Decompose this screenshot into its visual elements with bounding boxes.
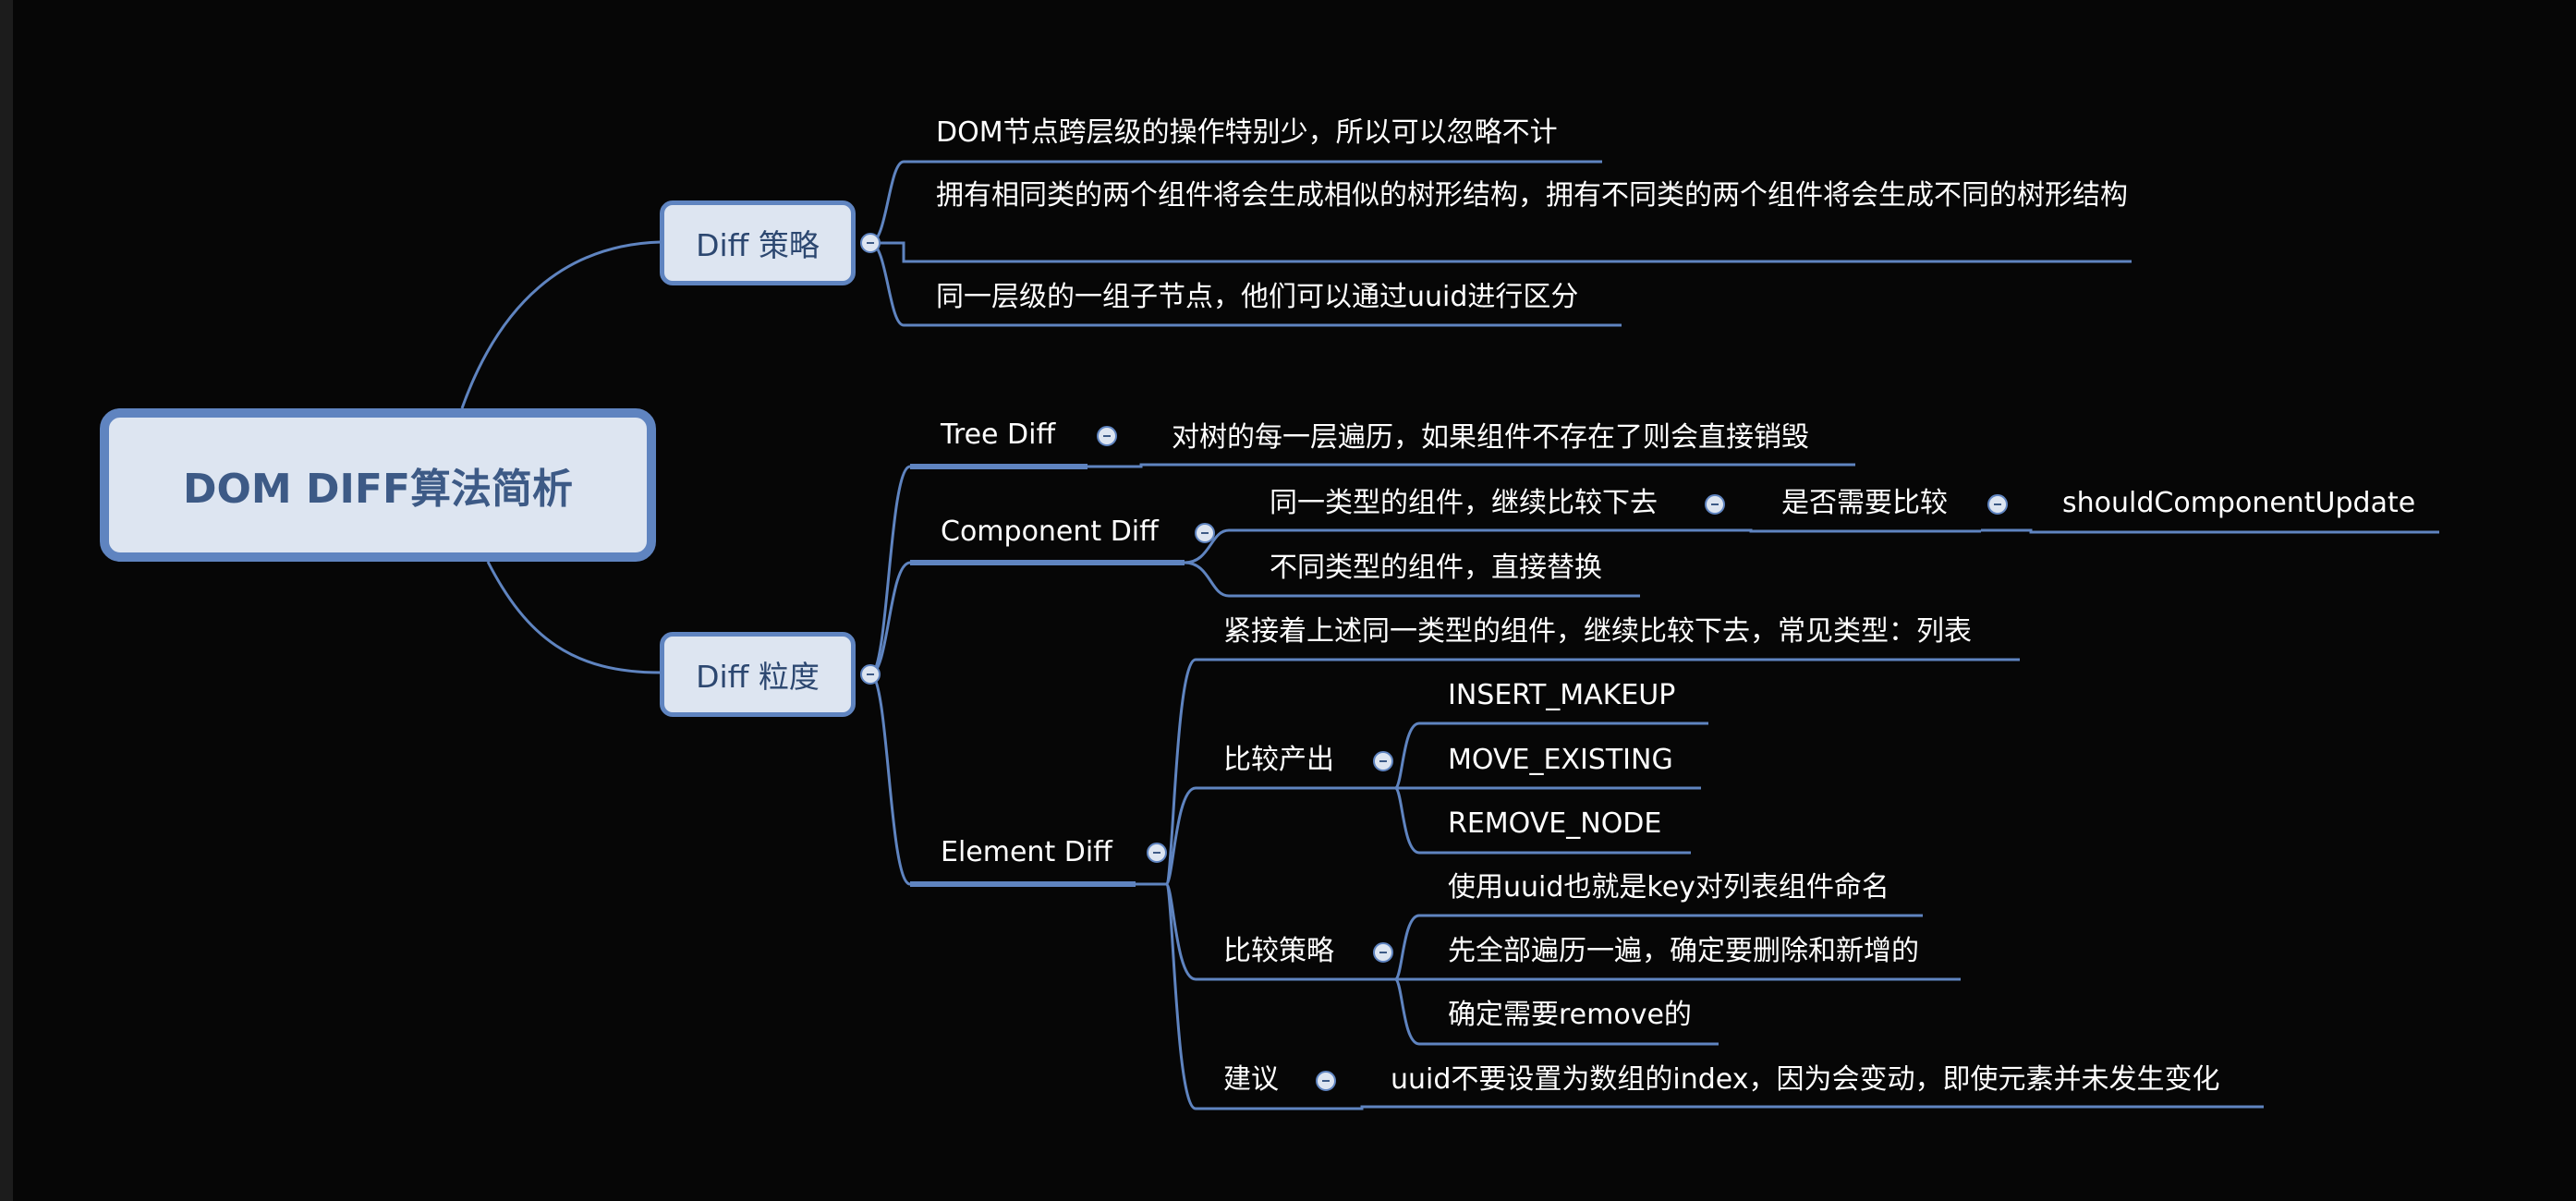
component-diff-label[interactable]: Component Diff — [941, 516, 1159, 548]
collapse-advice-icon[interactable] — [1316, 1071, 1336, 1091]
link-output-3 — [1365, 786, 1691, 855]
link-gran-component — [869, 561, 1185, 676]
window-edge — [0, 0, 13, 1201]
link-strategy-item2 — [870, 241, 2132, 263]
link-el-advice — [1136, 882, 1310, 1110]
link-comp-need — [1698, 528, 1981, 533]
tree-diff-desc[interactable]: 对树的每一层遍历，如果组件不存在了则会直接销毁 — [1172, 421, 1809, 454]
root-node[interactable]: DOM DIFF算法简析 — [100, 408, 656, 562]
collapse-same-type-icon[interactable] — [1705, 494, 1725, 515]
collapse-output-icon[interactable] — [1373, 751, 1393, 771]
link-strat-3 — [1365, 977, 1719, 1046]
link-tree-desc — [1088, 463, 1855, 468]
collapse-component-diff-icon[interactable] — [1195, 523, 1215, 543]
element-output-label[interactable]: 比较产出 — [1223, 744, 1334, 776]
strategy-remove[interactable]: 确定需要remove的 — [1448, 999, 1692, 1031]
output-remove[interactable]: REMOVE_NODE — [1448, 807, 1662, 840]
component-need-compare[interactable]: 是否需要比较 — [1781, 487, 1948, 519]
link-gran-tree — [869, 465, 1088, 676]
strategy-traverse[interactable]: 先全部遍历一遍，确定要删除和新增的 — [1448, 935, 1919, 967]
element-strategy-label[interactable]: 比较策略 — [1223, 935, 1334, 967]
link-comp-should — [1981, 528, 2439, 534]
diff-strategy-label: Diff 策略 — [696, 227, 820, 263]
link-root-granularity — [486, 561, 662, 674]
element-advice-label[interactable]: 建议 — [1223, 1063, 1279, 1096]
diff-granularity-node[interactable]: Diff 粒度 — [660, 632, 856, 717]
strategy-item-2[interactable]: 拥有相同类的两个组件将会生成相似的树形结构，拥有不同类的两个组件将会生成不同的树… — [936, 179, 2128, 212]
link-comp-diff — [1184, 561, 1640, 598]
element-intro[interactable]: 紧接着上述同一类型的组件，继续比较下去，常见类型：列表 — [1223, 615, 1972, 648]
collapse-granularity-icon[interactable] — [860, 664, 881, 685]
root-title: DOM DIFF算法简析 — [182, 466, 574, 513]
diff-strategy-node[interactable]: Diff 策略 — [660, 200, 856, 285]
tree-diff-label[interactable]: Tree Diff — [941, 419, 1056, 451]
collapse-need-compare-icon[interactable] — [1987, 494, 2008, 515]
collapse-strategy-icon[interactable] — [860, 233, 881, 253]
link-gran-element — [869, 673, 1136, 886]
element-advice-text[interactable]: uuid不要设置为数组的index，因为会变动，即使元素并未发生变化 — [1391, 1063, 2220, 1096]
link-root-strategy — [460, 240, 662, 409]
collapse-element-strategy-icon[interactable] — [1373, 942, 1393, 963]
output-move[interactable]: MOVE_EXISTING — [1448, 744, 1673, 776]
collapse-tree-diff-icon[interactable] — [1097, 426, 1117, 446]
output-insert[interactable]: INSERT_MAKEUP — [1448, 679, 1676, 711]
element-diff-label[interactable]: Element Diff — [941, 836, 1112, 868]
strategy-key-naming[interactable]: 使用uuid也就是key对列表组件命名 — [1448, 871, 1889, 904]
diff-granularity-label: Diff 粒度 — [696, 659, 820, 695]
collapse-element-diff-icon[interactable] — [1147, 843, 1167, 863]
strategy-item-3[interactable]: 同一层级的一组子节点，他们可以通过uuid进行区分 — [936, 281, 1579, 313]
link-el-output — [1136, 786, 1365, 886]
link-comp-same — [1184, 528, 1698, 564]
component-different-type[interactable]: 不同类型的组件，直接替换 — [1270, 552, 1602, 584]
component-same-type[interactable]: 同一类型的组件，继续比较下去 — [1270, 487, 1658, 519]
component-should-update[interactable]: shouldComponentUpdate — [2062, 487, 2416, 519]
strategy-item-1[interactable]: DOM节点跨层级的操作特别少，所以可以忽略不计 — [936, 116, 1558, 149]
